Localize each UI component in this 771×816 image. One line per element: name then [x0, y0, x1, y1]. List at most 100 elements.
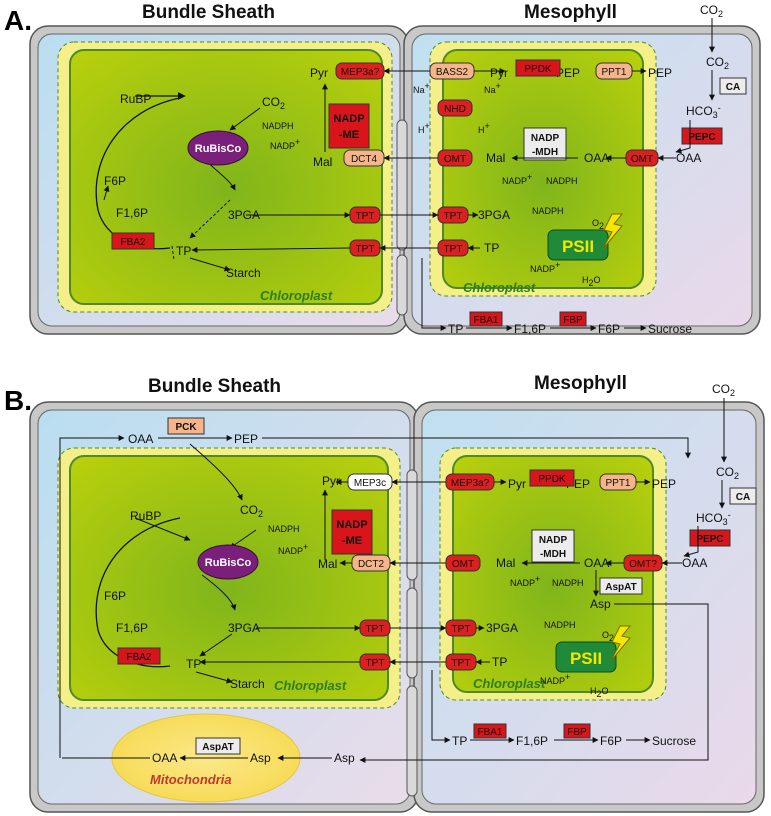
panel-b-tp-cytosol-arrow [431, 670, 451, 743]
panel-a-tp: TP [176, 244, 191, 258]
panel-b-oaa-bs: OAA [128, 432, 153, 446]
panel-b-fba2-label: FBA2 [126, 652, 151, 663]
panel-a-plasmodesmata-2 [396, 254, 408, 316]
panel-b-pck-box [167, 417, 205, 435]
panel-b-nadp-mdh-line1: NADP [539, 535, 568, 546]
panel-a-fba1-label: FBA1 [473, 315, 498, 326]
panel-a-pepc-label: PEPC [688, 132, 715, 143]
panel-a-psii: PSII [547, 213, 624, 261]
panel-a-f16p: F1,6P [116, 206, 148, 220]
panel-a-bs-chloroplast-label: Chloroplast [260, 288, 333, 303]
panel-b-ca-box [729, 487, 757, 505]
panel-b-pepc-label: PEPC [696, 534, 723, 545]
panel-a-h-1: H+ [418, 121, 430, 135]
panel-b-dct2-label: DCT2 [358, 559, 385, 570]
panel-b-pep-cyt: PEP [652, 477, 676, 491]
panel-b-hco3: HCO3- [696, 510, 731, 527]
panel-a-fbp-box [559, 311, 587, 327]
panel-a-nadp-me-line1: NADP [333, 113, 364, 125]
panel-a-o2: O2 [592, 218, 604, 231]
panel-a-tpt3-label: TPT [444, 211, 463, 222]
panel-a-omt1-label: OMT [444, 154, 466, 165]
panel-a-pepc-arrow [675, 120, 691, 154]
panel-b-oaa-cyt: OAA [682, 556, 707, 570]
panel-a-hco3: HCO3- [686, 103, 721, 120]
panel-b-ppdk-box [529, 469, 575, 487]
panel-a-nadp-me-box [328, 103, 370, 149]
panel-b-pck-label: PCK [175, 422, 197, 433]
panel-a-nadp-mdh-line2: -MDH [532, 147, 558, 158]
panel-b-co2-atm: CO2 [712, 382, 735, 398]
panel-b-tp-starch-arrow [195, 671, 233, 684]
panel-a-nadp-psii: NADP+ [530, 260, 560, 274]
panel-a-nadp-mdh-line1: NADP [531, 133, 560, 144]
panel-a-tp-m: TP [484, 241, 499, 255]
panel-b-nadp-psii: NADP+ [540, 672, 570, 686]
panel-a-3pga: 3PGA [228, 208, 260, 222]
panel-b-plasmodesmata-1 [406, 469, 418, 581]
panel-b-omt1-label: OMT [452, 559, 474, 570]
panel-a-h2o: H2O [582, 275, 601, 288]
panel-a-f16p-f6p-arrow [103, 185, 110, 201]
panel-a-mal-m: Mal [486, 151, 505, 165]
panel-a-psii-label: PSII [562, 237, 594, 256]
panel-a-nhd-label: NHD [444, 104, 466, 115]
panel-b-tpt2-label: TPT [366, 658, 385, 669]
panel-a-ppdk-box [515, 59, 561, 77]
panel-b-tp-cyt: TP [452, 734, 467, 748]
panel-a-f6p: F6P [104, 174, 126, 188]
panel-a-mal-bs: Mal [313, 155, 332, 169]
panel-b-pepc-arrow [683, 526, 699, 558]
panel-a-rubp: RuBP [120, 92, 151, 106]
panel-b-nadp-me-line1: NADP [336, 519, 367, 531]
panel-a-tpt1-label: TPT [356, 211, 375, 222]
panel-a-3pga-m: 3PGA [478, 208, 510, 222]
panel-a-mesophyll-title: Mesophyll [524, 2, 617, 23]
panel-b-rubisco-ellipse [197, 544, 259, 580]
panel-a-omt2-label: OMT [631, 154, 653, 165]
panel-b-aspat-mito-label: AspAT [202, 742, 233, 753]
panel-b-oaa-m: OAA [584, 556, 609, 570]
panel-b-mep3c-label: MEP3c [354, 478, 386, 489]
panel-b-nadp-me-box [331, 509, 373, 555]
panel-a-ca-label: CA [726, 82, 740, 93]
panel-b-pck-co2-arrow [189, 443, 243, 501]
panel-b-lightning-icon [609, 625, 632, 663]
panel-b-omt2-label: OMT? [629, 559, 657, 570]
panel-b-nadph: NADPH [268, 524, 300, 534]
panel-b-fba1-box [473, 723, 507, 739]
panel-b-aspat-mito-box [195, 737, 241, 755]
panel-b-plasmodesmata-2 [406, 587, 418, 679]
panel-b-tpt1-label: TPT [366, 624, 385, 635]
panel-b-mal-m: Mal [496, 556, 515, 570]
panel-a-pyr-m: Pyr [490, 66, 508, 80]
panel-b-oaa-loop-arrow [59, 435, 125, 758]
panel-b-rubisco-label: RuBisCo [205, 557, 252, 569]
panel-b-h2o: H2O [590, 686, 609, 699]
panel-a-bass2-label: BASS2 [436, 67, 469, 78]
panel-a-nadp: NADP+ [270, 137, 300, 151]
panel-a-oaa-cyt: OAA [676, 151, 701, 165]
panel-a-f6p-cyt: F6P [598, 322, 620, 336]
panel-b-pepc-box [689, 529, 731, 547]
panel-b-nadp-mdh-line2: -MDH [540, 549, 566, 560]
panel-b-o2: O2 [602, 630, 614, 643]
panel-b-mal-bs: Mal [318, 557, 337, 571]
panel-b-f16p-cyt: F1,6P [516, 734, 548, 748]
panel-a-label: A. [4, 5, 32, 36]
panel-b-pyr-m: Pyr [508, 477, 526, 491]
panel-b-f6p: F6P [104, 589, 126, 603]
panel-b-nadph-m: NADPH [552, 578, 584, 588]
panel-b-nadp-m: NADP+ [510, 574, 540, 588]
panel-b-ppdk-label: PPDK [538, 474, 566, 485]
panel-b-fbp-box [563, 723, 591, 739]
panel-a-pep-cyt: PEP [648, 66, 672, 80]
panel-a-tpt4-label: TPT [444, 244, 463, 255]
panel-b-asp-m: Asp [590, 597, 611, 611]
panel-a-mep3a-label: MEP3a? [341, 67, 380, 78]
panel-a-nadp-mdh-box [523, 127, 567, 161]
panel-b-pep-return-arrow [262, 437, 691, 459]
panel-a-tp-cytosol-arrow [421, 258, 447, 331]
panel-a-nadp-me-line2: -ME [339, 129, 359, 141]
